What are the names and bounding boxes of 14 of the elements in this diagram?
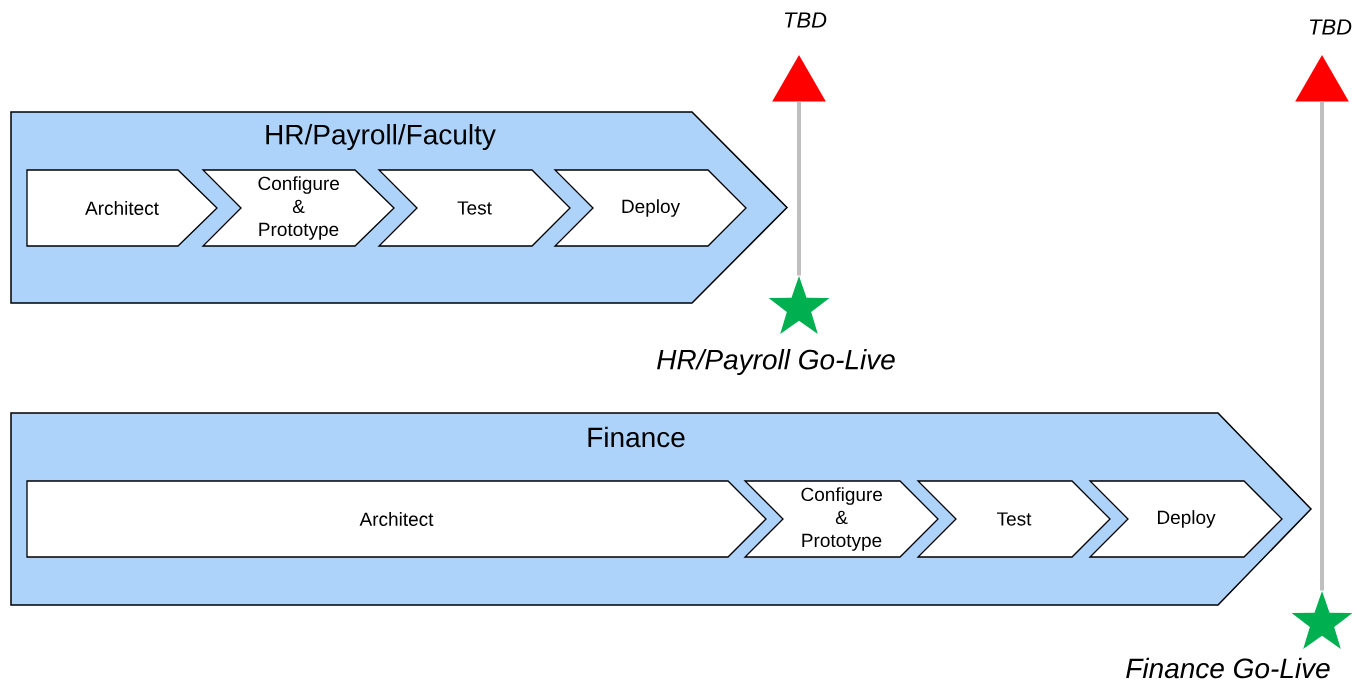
phase-box: Configure & Prototype xyxy=(743,480,939,558)
phase-box: Test xyxy=(377,169,571,247)
phase-box: Architect xyxy=(26,169,218,247)
phase-box: Configure & Prototype xyxy=(201,169,395,247)
phase-box: Test xyxy=(916,480,1111,558)
phase-box: Deploy xyxy=(553,169,747,247)
milestone-label: Finance Go-Live xyxy=(1126,657,1330,679)
milestone-label: HR/Payroll Go-Live xyxy=(657,348,895,376)
phase-box: Architect xyxy=(26,480,767,558)
milestone-label: TBD xyxy=(1310,19,1352,35)
milestone-label: TBD xyxy=(785,12,827,28)
milestone-line xyxy=(797,101,801,276)
phase-box: Deploy xyxy=(1088,480,1283,558)
milestone-line xyxy=(1320,101,1324,591)
